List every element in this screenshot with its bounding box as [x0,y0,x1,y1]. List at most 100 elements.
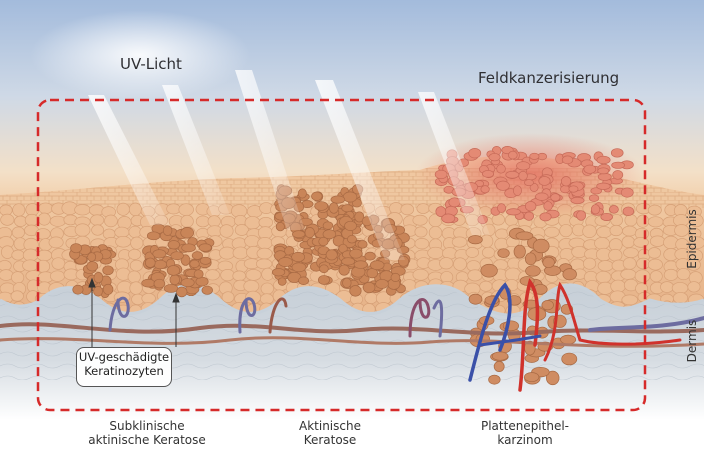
cell [482,247,494,258]
cell [358,241,367,249]
cell [598,261,613,272]
cell [331,196,345,203]
cell [489,153,500,160]
cell [220,225,233,238]
cell [540,213,551,221]
cell [363,282,375,293]
cell [221,269,235,281]
cell [279,257,293,266]
cell [117,203,130,215]
cell [104,215,117,227]
cell [272,268,285,275]
cell [181,279,194,287]
cell [481,264,498,277]
cell [519,171,528,180]
stage-label-line-1: Subklinische [82,420,212,434]
field-cancerization-label: Feldkanzerisierung [478,70,619,87]
cell [598,168,609,174]
cell [648,247,660,258]
cell [167,265,179,275]
cell [233,271,246,281]
cell [391,273,400,281]
cell [673,292,687,303]
cell [594,237,609,249]
cell [612,162,625,168]
cell [389,202,402,213]
cell [481,186,489,193]
cell [23,260,38,271]
cell [258,237,273,249]
cell [38,213,50,225]
cell [506,171,519,178]
cell [468,236,482,244]
cell [342,258,355,265]
cell [544,202,553,211]
cell [507,209,521,215]
cell [208,216,220,227]
cell [13,204,25,217]
cell [234,215,246,225]
cell [524,212,533,220]
cell [323,230,336,239]
callout-line-1: UV-geschädigte [77,351,171,365]
cell [597,227,612,238]
cell [39,203,53,214]
cell [648,217,663,227]
cell [622,236,635,248]
cell [129,203,141,216]
cell [514,245,525,258]
cell [376,279,389,288]
cell [610,225,622,236]
stage-label-line-2: Keratose [285,434,375,448]
cell [535,193,548,201]
cell [329,203,338,214]
cell [12,227,24,238]
cell [561,177,571,187]
cell [530,153,539,159]
cell [179,204,194,216]
cell [245,235,260,246]
cell [505,268,521,281]
cell [339,265,349,275]
cell [343,192,357,202]
cell [196,216,209,227]
cell [469,294,482,304]
cell [256,259,272,269]
cell [560,185,569,192]
cell [597,183,611,189]
cell [560,224,573,236]
cell [11,272,23,284]
cell [560,335,575,344]
cell [591,205,599,214]
cell [623,258,636,270]
cell [170,275,180,285]
cell [305,227,315,237]
cell [621,269,636,279]
cell [469,148,481,158]
stage-label-line-2: aktinische Keratose [82,434,212,448]
cell [164,284,178,292]
cell [415,227,427,237]
cell [494,361,504,371]
cell [73,285,83,294]
cell [598,282,613,294]
cell [596,271,611,282]
uv-light-label: UV-Licht [120,56,182,73]
cell [292,263,306,272]
cell [497,165,506,174]
cell [167,204,181,214]
cell [1,246,13,259]
cell [103,284,113,294]
cell [94,272,103,282]
cell [25,214,39,226]
cell [0,260,11,270]
cell [1,214,14,225]
cell [233,247,248,259]
cell [276,222,284,231]
cell [354,261,367,269]
cell [365,252,376,260]
cell [0,270,13,281]
cell [345,221,357,230]
cell [181,227,194,238]
cell [199,244,211,252]
